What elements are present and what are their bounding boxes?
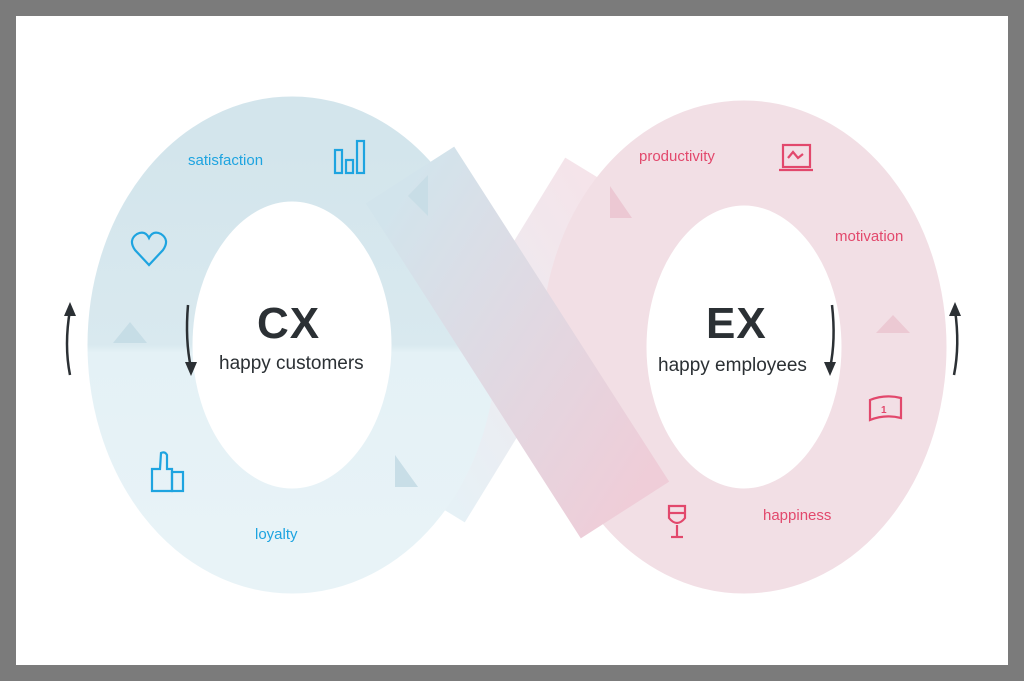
ex-subtitle: happy employees	[658, 355, 807, 376]
decor-triangle	[610, 186, 632, 218]
front-crossing-band	[365, 146, 670, 539]
laptop-chart-icon	[779, 143, 813, 172]
decor-triangle	[113, 322, 147, 343]
decor-triangle	[876, 315, 910, 333]
cycle-arrow-inner-right	[824, 304, 836, 376]
label-productivity: productivity	[639, 148, 715, 165]
label-loyalty: loyalty	[255, 526, 298, 543]
label-happiness: happiness	[763, 507, 832, 524]
money-bill-icon: 1	[868, 395, 903, 422]
cx-loop-ring	[87, 96, 497, 594]
heart-icon	[130, 231, 168, 267]
cycle-arrow-outer-left	[64, 302, 76, 376]
thumbs-up-icon	[150, 451, 185, 493]
decor-triangle	[408, 175, 428, 216]
cycle-arrow-outer-right	[949, 302, 961, 376]
ex-title: EX	[706, 299, 767, 348]
cx-subtitle: happy customers	[219, 353, 364, 374]
ex-loop-ring	[541, 100, 947, 594]
svg-text:1: 1	[881, 405, 887, 416]
infinity-diagram: 1 satisfaction loyalty CX happy customer…	[16, 16, 1008, 665]
infinity-loop-graphic: 1	[64, 96, 961, 594]
label-motivation: motivation	[835, 228, 904, 245]
bar-chart-icon	[333, 139, 366, 175]
cycle-arrow-inner-left	[185, 304, 197, 376]
label-satisfaction: satisfaction	[188, 152, 264, 169]
decor-triangle	[395, 455, 418, 487]
wine-glass-icon	[667, 504, 687, 539]
cx-title: CX	[257, 299, 321, 348]
